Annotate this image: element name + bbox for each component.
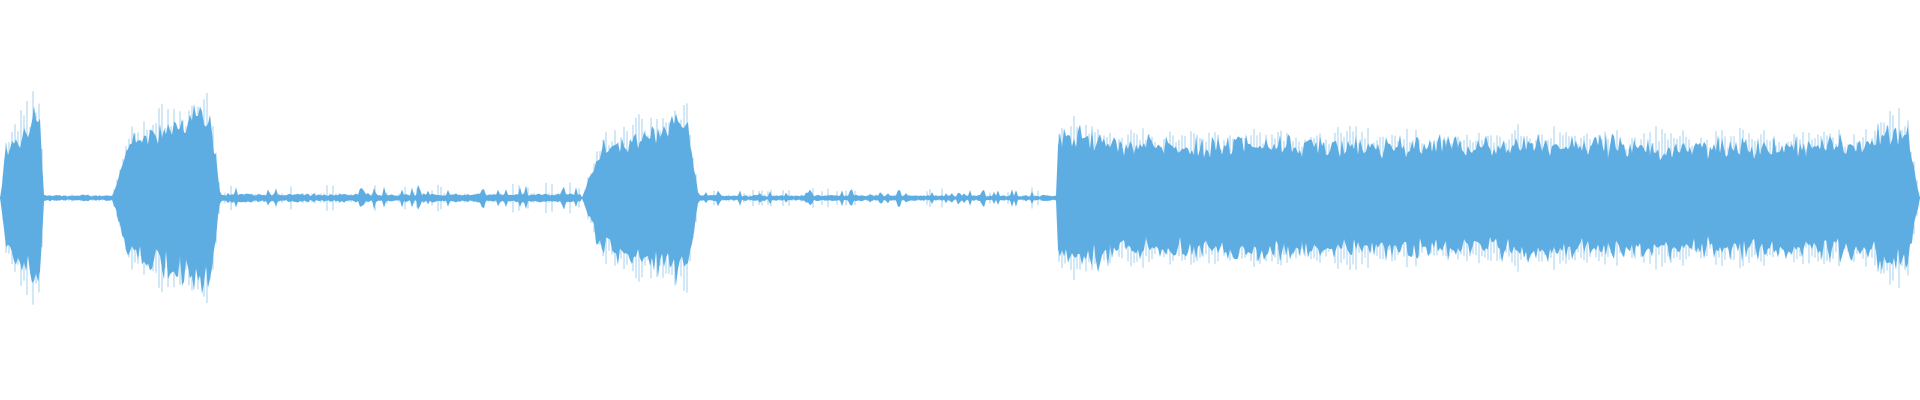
waveform-graph (0, 91, 1920, 305)
